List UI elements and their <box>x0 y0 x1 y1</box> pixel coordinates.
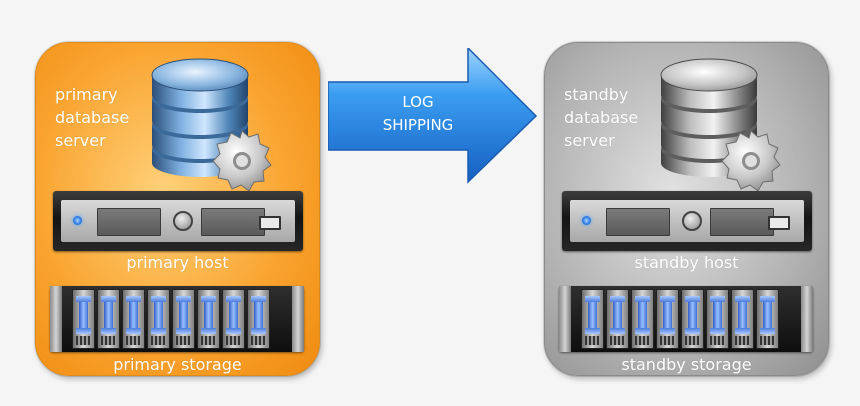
disk-drive-icon <box>631 289 654 349</box>
power-knob-icon <box>173 211 193 231</box>
database-icon <box>660 58 781 192</box>
drive-bay-icon <box>97 208 161 236</box>
server-face <box>570 200 804 242</box>
database-icon <box>151 58 272 192</box>
disk-drive-icon <box>172 289 195 349</box>
standby-server-label-line2: database <box>564 108 639 127</box>
disk-drive-icon <box>731 289 754 349</box>
drive-bay-icon <box>201 208 265 236</box>
primary-storage-label: primary storage <box>113 355 242 374</box>
log-shipping-label-line2: SHIPPING <box>382 116 454 134</box>
standby-server-label-line1: standby <box>564 85 629 104</box>
rack-rail <box>50 286 62 352</box>
disk-drive-icon <box>197 289 220 349</box>
primary-server-label-line3: server <box>55 131 106 150</box>
disk-drive-icon <box>706 289 729 349</box>
disk-drive-icon <box>756 289 779 349</box>
log-shipping-label: LOG SHIPPING <box>348 91 488 137</box>
primary-server-label: primary database server <box>55 83 155 152</box>
primary-server-label-line2: database <box>55 108 130 127</box>
power-knob-icon <box>682 211 702 231</box>
gear-icon <box>212 130 272 192</box>
standby-panel: standby database server <box>544 42 829 376</box>
storage-array-icon <box>50 286 304 352</box>
server-face <box>61 200 295 242</box>
drive-bay-icon <box>710 208 774 236</box>
primary-panel: primary database server <box>35 42 320 376</box>
server-rack-icon <box>53 191 303 251</box>
log-shipping-label-line1: LOG <box>402 93 434 111</box>
server-rack-icon <box>562 191 812 251</box>
gear-icon <box>721 130 781 192</box>
rack-rail <box>559 286 571 352</box>
storage-array-icon <box>559 286 813 352</box>
disk-drive-icon <box>606 289 629 349</box>
power-led-icon <box>73 216 82 225</box>
usb-slot-icon <box>768 216 790 230</box>
primary-host-label: primary host <box>126 253 229 272</box>
rack-rail <box>292 286 304 352</box>
usb-slot-icon <box>259 216 281 230</box>
standby-server-label-line3: server <box>564 131 615 150</box>
drive-bay-icon <box>606 208 670 236</box>
rack-rail <box>801 286 813 352</box>
disk-drive-icon <box>656 289 679 349</box>
power-led-icon <box>582 216 591 225</box>
standby-host-label: standby host <box>634 253 739 272</box>
disk-drive-icon <box>147 289 170 349</box>
disk-drive-icon <box>247 289 270 349</box>
disk-drive-icon <box>122 289 145 349</box>
disk-drive-icon <box>681 289 704 349</box>
disk-drive-icon <box>222 289 245 349</box>
standby-server-label: standby database server <box>564 83 664 152</box>
disk-drive-icon <box>97 289 120 349</box>
standby-storage-label: standby storage <box>621 355 752 374</box>
primary-server-label-line1: primary <box>55 85 118 104</box>
disk-drive-icon <box>581 289 604 349</box>
disk-drive-icon <box>72 289 95 349</box>
arrow-icon <box>328 48 538 184</box>
